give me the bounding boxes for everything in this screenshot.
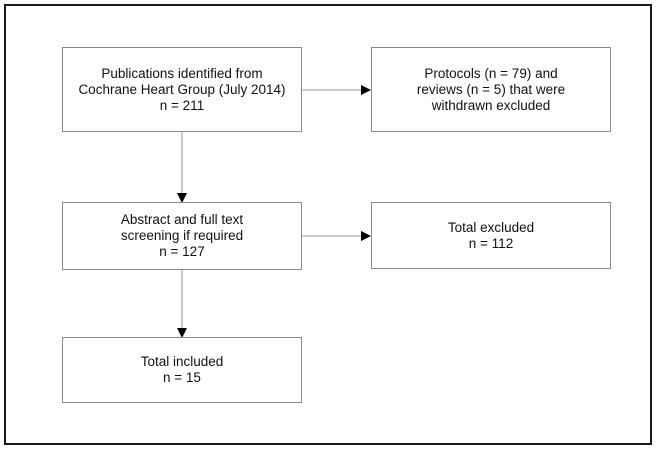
node-text-line: Protocols (n = 79) and (424, 65, 558, 81)
node-publications-identified: Publications identified from Cochrane He… (62, 47, 302, 132)
node-text-line: n = 112 (468, 235, 514, 251)
node-text-line: n = 15 (163, 370, 201, 385)
node-text-line: reviews (n = 5) that were (416, 81, 566, 97)
node-total-included: Total included n = 15 (62, 337, 302, 403)
node-text-line: Publications identified from (101, 65, 263, 81)
node-withdrawn-excluded: Protocols (n = 79) and reviews (n = 5) t… (371, 47, 611, 132)
node-text-line: Abstract and full text (120, 212, 244, 227)
node-text-line: n = 127 (159, 244, 205, 259)
node-screening: Abstract and full text screening if requ… (62, 202, 302, 270)
node-text-line: screening if required (120, 228, 244, 243)
node-text-line: n = 211 (159, 97, 205, 113)
node-text-line: Total excluded (447, 219, 535, 235)
node-total-excluded: Total excluded n = 112 (371, 202, 611, 269)
node-text-line: withdrawn excluded (431, 97, 551, 113)
node-text-line: Cochrane Heart Group (July 2014) (78, 81, 286, 97)
node-text-line: Total included (140, 354, 224, 369)
